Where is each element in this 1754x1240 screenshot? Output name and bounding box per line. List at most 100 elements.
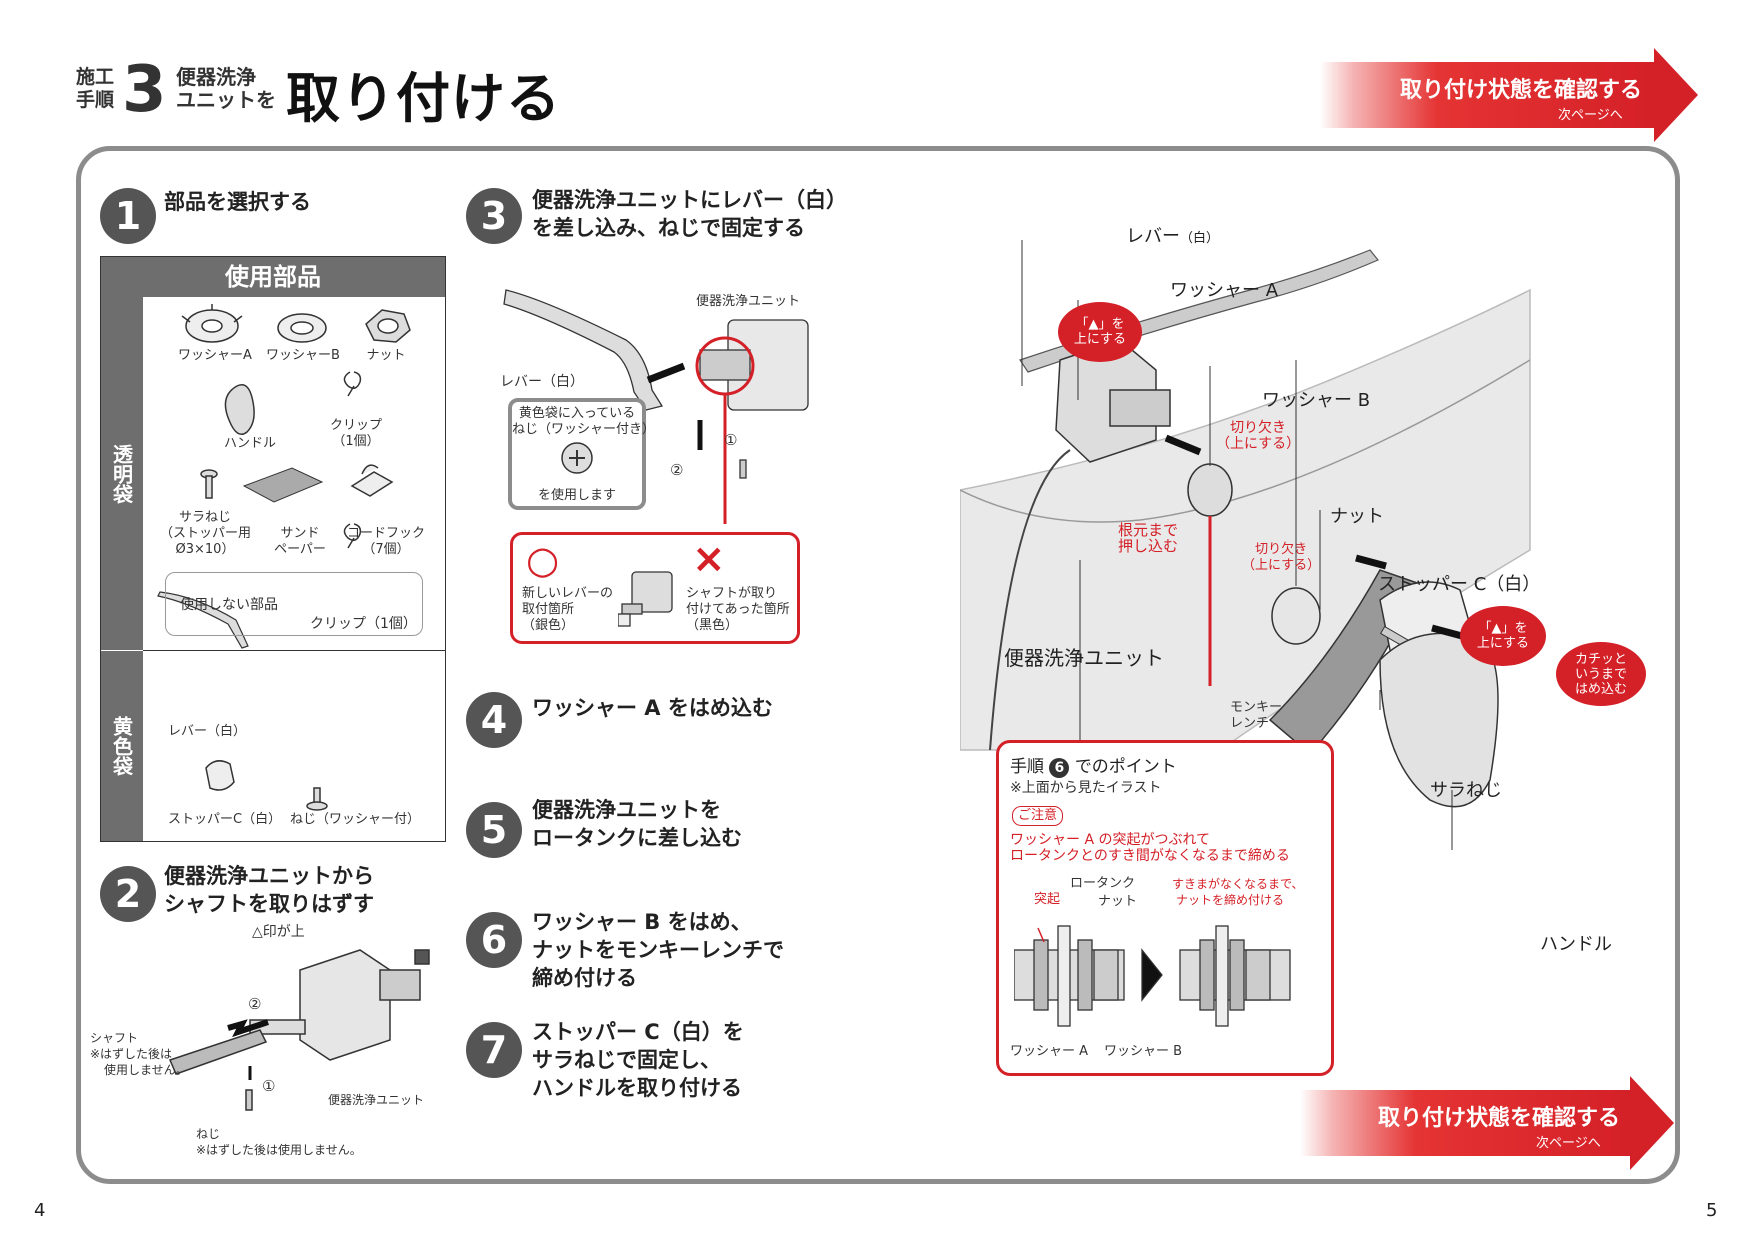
page-title: 取り付ける [286,67,561,130]
next-page-banner-top[interactable]: 取り付け状態を確認する 次ページへ [1320,48,1698,142]
sara-screw-label: サラねじ [1430,780,1502,801]
bad-description: シャフトが取り 付けてあった箇所 （黒色） [686,586,790,633]
bubble-stopper-up: 「▲」を上にする [1460,606,1546,666]
lever-label: レバー（白） [1126,226,1220,247]
handle-icon [224,384,255,435]
step-3-number: 3 [466,188,522,244]
washer-a-part [1187,463,1233,517]
step3-lever-label: レバー（白） [500,374,584,390]
part-washer-b: ワッシャーB [266,348,340,363]
washer-b-icon [277,313,327,343]
washer-b-label: ワッシャー B [1262,390,1371,411]
unit-label: 便器洗浄ユニット [1004,646,1164,670]
part-sara-screw: サラねじ （ストッパー用 Ø3×10） [160,510,252,557]
step-6-text: ワッシャー B をはめ、 ナットをモンキーレンチで 締め付ける [532,910,784,990]
cord-hook-icon [350,464,394,497]
arrow-right-icon [1141,948,1163,1002]
stopper-c-icon [205,760,235,791]
washer-a-icon [181,304,243,343]
bubble-triangle-up: 「▲」を上にする [1058,302,1142,362]
part-lever: レバー（白） [168,724,247,739]
label-bump: 突起 [1034,892,1061,907]
washer-b-part [1271,587,1321,645]
not-used-clip: クリップ（1個） [310,616,417,632]
parts-table: 使用部品 透明袋 黄色袋 [100,256,446,842]
step-3-text: 便器洗浄ユニットにレバー（白） を差し込み、ねじで固定する [532,188,847,240]
screw-washer-icon [561,442,593,474]
sara-screw-icon [200,469,218,499]
label-washer-b-small: ワッシャー B [1104,1044,1183,1059]
point-box-warning: ワッシャー A の突起がつぶれて ロータンクとのすき間がなくなるまで締める [1010,832,1290,864]
procedure-number: 3 [122,53,167,127]
clip-icon [343,371,362,397]
step-6-number: 6 [466,912,522,968]
screw-info-text: 黄色袋に入っている ねじ（ワッシャー付き） [512,406,656,437]
label-low-tank: ロータンク [1070,876,1136,891]
stopper-c-label: ストッパー C（白） [1378,574,1541,595]
bad-mark: × [692,536,726,582]
push-arrow-icon [646,362,686,384]
header-subtitle: 便器洗浄 ユニットを [176,65,276,112]
label-washer-a-small: ワッシャー A [1010,1044,1089,1059]
point-step-number: 6 [1049,758,1070,778]
good-mark: ○ [526,538,560,582]
sandpaper-icon [242,467,324,503]
unit-closeup-icon [618,571,673,627]
part-washer-a: ワッシャーA [178,348,252,363]
parts-icons-svg [157,304,411,811]
bubble-click-in: カチッというまではめ込む [1556,642,1646,706]
cable-line [989,449,1071,751]
banner-label: 取り付け状態を確認する [1378,1106,1621,1131]
step2-circled-1: ① [262,1077,276,1095]
push-arrow-stopper-icon [1355,554,1387,570]
step-7-text: ストッパー C（白）を サラねじで固定し、 ハンドルを取り付ける [532,1020,744,1100]
handle-label: ハンドル [1540,934,1612,955]
parts-table-title: 使用部品 [101,257,445,297]
triangle-up-label: △印が上 [252,924,305,940]
point-box-title: 手順 6 でのポイント [1010,757,1177,778]
push-arrow-unit-icon [1164,434,1202,456]
step-2-illustration [168,949,430,1111]
nut-icon [365,309,411,343]
step3-unit-label: 便器洗浄ユニット [696,294,801,309]
not-used-label: 使用しない部品 [180,597,278,613]
page-number-right: 5 [1706,1200,1718,1221]
point-box-note: ※上面から見たイラスト [1010,780,1162,796]
step-7-number: 7 [466,1022,522,1078]
assembly-diagram [960,240,1531,850]
yellow-bag-label: 黄色袋 [101,651,143,841]
step-5-number: 5 [466,802,522,858]
step2-unit-label: 便器洗浄ユニット [328,1093,425,1107]
step-4-text: ワッシャー A をはめ込む [532,696,773,720]
unit-icon [1055,339,1171,463]
step-2-text: 便器洗浄ユニットから シャフトを取りはずす [164,864,374,916]
step3-circled-2: ② [670,461,684,479]
part-sandpaper: サンド ペーパー [274,526,326,557]
page-number-left: 4 [34,1200,46,1221]
clip-unused-icon [343,523,362,549]
monkey-wrench-label: モンキー レンチ [1230,700,1283,731]
content-frame [76,146,1680,1184]
next-page-banner-bottom[interactable]: 取り付け状態を確認する 次ページへ [1300,1076,1676,1170]
label-nut-small: ナット [1098,894,1138,909]
lever-icon [157,591,249,649]
not-used-parts-box [165,572,423,636]
part-nut: ナット [366,348,406,363]
clear-bag-label: 透明袋 [101,297,143,650]
step-word: 施工 手順 [76,66,115,111]
screw-info-use: を使用します [537,488,616,503]
step-4-number: 4 [466,692,522,748]
part-clip: クリップ （1個） [329,418,382,449]
push-arrow-handle-icon [1431,624,1463,640]
caution-badge: ご注意 [1012,806,1064,826]
step-5-text: 便器洗浄ユニットを ロータンクに差し込む [532,798,742,850]
part-cord-hook: コードフック （7個） [346,526,425,557]
banner-sub: 次ページへ [1558,108,1623,123]
part-stopper-c: ストッパーC（白） [168,812,282,827]
banner-sub: 次ページへ [1536,1136,1601,1151]
part-handle: ハンドル [223,436,276,451]
label-tighten-tip: すきまがなくなるまで、 ナットを締め付ける [1172,877,1304,907]
step-1-number: 1 [100,188,156,244]
screw-washer-icon [306,787,328,811]
washer-a-label: ワッシャー A [1170,280,1279,301]
